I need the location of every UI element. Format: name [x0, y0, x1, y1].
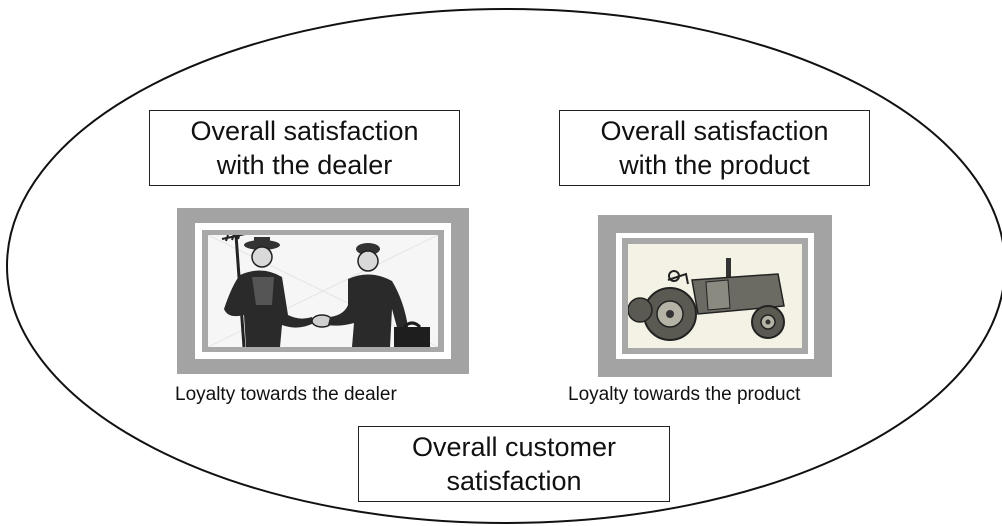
dealer-picture-frame [177, 208, 469, 374]
dealer-satisfaction-box: Overall satisfaction with the dealer [149, 110, 460, 186]
product-satisfaction-box: Overall satisfaction with the product [559, 110, 870, 186]
customer-satisfaction-box: Overall customer satisfaction [358, 426, 670, 502]
product-loyalty-caption: Loyalty towards the product [568, 384, 801, 405]
dealer-loyalty-caption: Loyalty towards the dealer [175, 384, 397, 405]
product-picture-frame [598, 215, 832, 377]
tractor-icon [628, 244, 802, 348]
handshake-icon [208, 235, 438, 347]
